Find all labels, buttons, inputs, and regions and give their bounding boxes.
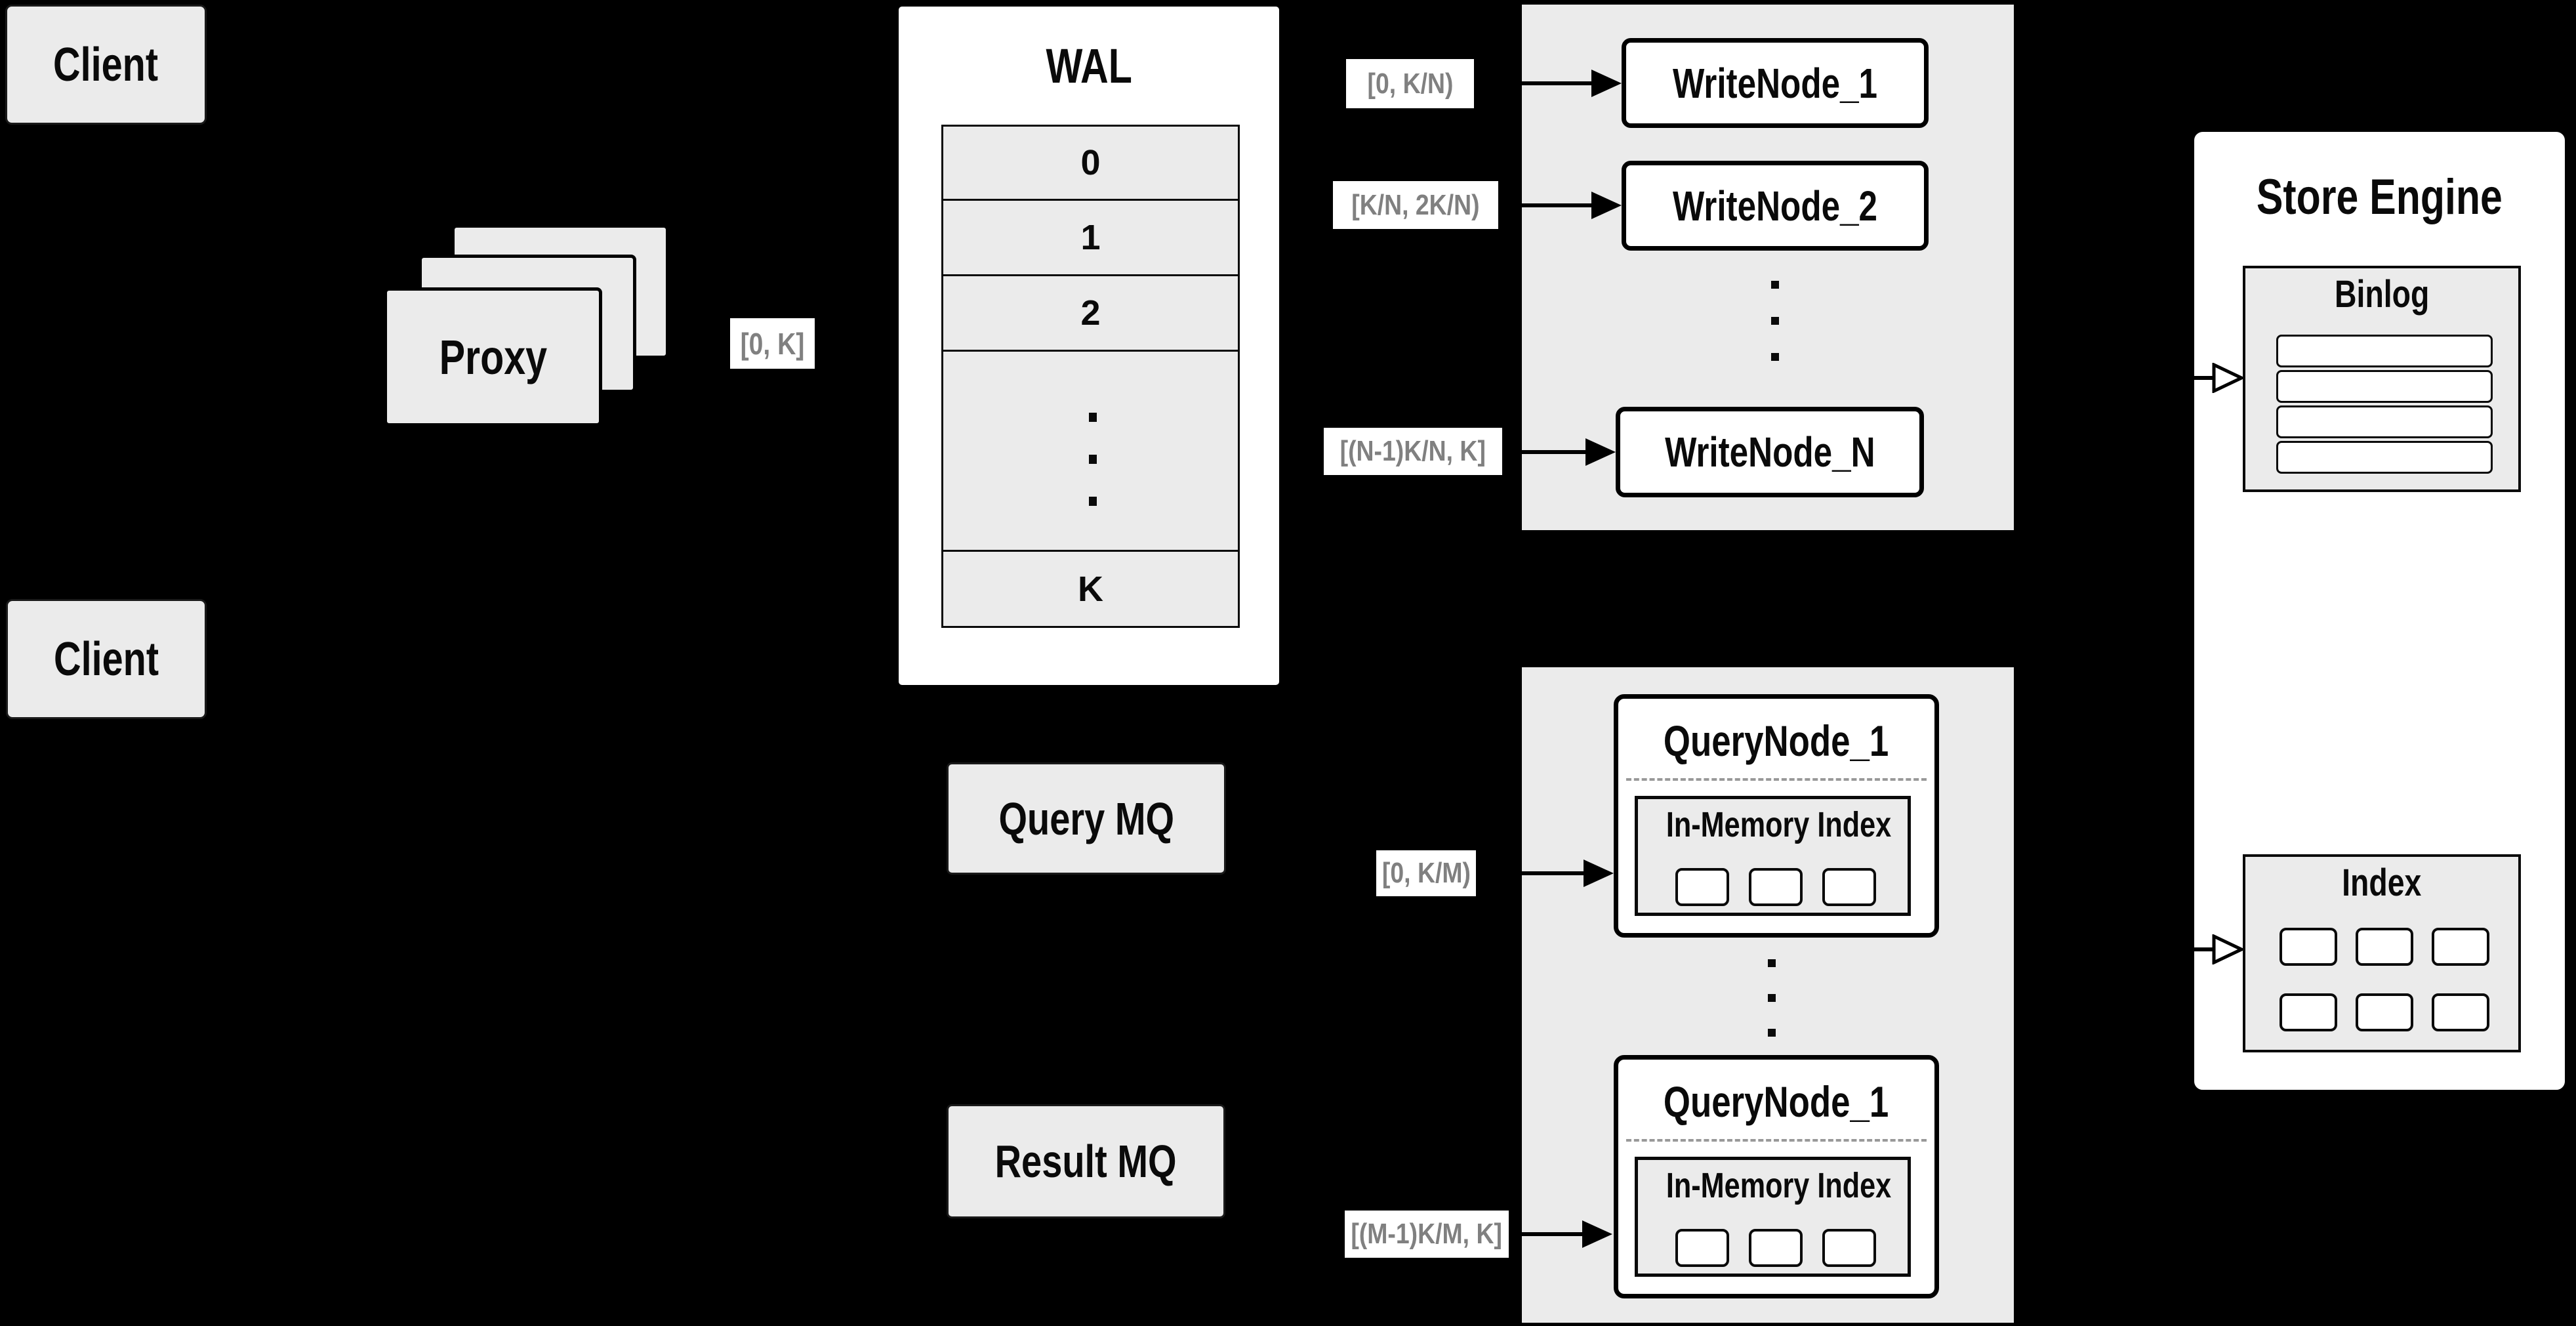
binlog-row-icon: [2276, 370, 2493, 403]
wal-row-0: 0: [941, 125, 1240, 201]
index-title: Index: [2342, 861, 2422, 904]
client-top-label: Client: [53, 38, 159, 91]
query-node-bottom: QueryNode_1 In-Memory Index: [1614, 1055, 1939, 1298]
write-node-1: WriteNode_1: [1622, 38, 1929, 128]
proxy-front-card: Proxy: [384, 287, 602, 426]
index-segment-icon: [2432, 928, 2489, 966]
wal-dots-icon: [1089, 455, 1097, 464]
range-label-query-m: [(M-1)K/M, K]: [1345, 1211, 1509, 1258]
binlog-title: Binlog: [2334, 273, 2430, 316]
range-label-write-n: [(N-1)K/N, K]: [1324, 428, 1502, 475]
wal-dots-icon: [1089, 413, 1097, 422]
query-node-top: QueryNode_1 In-Memory Index: [1614, 694, 1939, 938]
arrowhead-icon: [1591, 70, 1622, 97]
client-bottom-label: Client: [53, 632, 159, 686]
write-node-dots-icon: [1771, 281, 1779, 289]
in-memory-index-box: In-Memory Index: [1635, 1157, 1911, 1277]
write-node-2: WriteNode_2: [1622, 161, 1929, 251]
store-engine-title: Store Engine: [2256, 169, 2503, 225]
index-segment-icon: [2356, 993, 2413, 1031]
range-label-write-1: [0, K/N): [1346, 59, 1474, 108]
wal-row-2: 2: [941, 274, 1240, 352]
arrowhead-icon: [1591, 192, 1622, 219]
client-box-top: Client: [5, 5, 207, 125]
binlog-row-icon: [2276, 441, 2493, 474]
index-segment-icon: [1675, 868, 1729, 906]
range-label-proxy-out: [0, K]: [730, 318, 815, 369]
wal-dots-cell: [941, 350, 1240, 552]
wal-row-1: 1: [941, 199, 1240, 276]
binlog-row-icon: [2276, 405, 2493, 438]
index-segment-icon: [1822, 868, 1876, 906]
index-segment-icon: [1749, 868, 1803, 906]
arrowhead-icon: [1582, 1220, 1612, 1248]
query-node-bottom-title: QueryNode_1: [1664, 1077, 1889, 1126]
proxy-label: Proxy: [439, 329, 547, 384]
query-node-top-title: QueryNode_1: [1664, 716, 1889, 765]
write-node-n: WriteNode_N: [1616, 407, 1924, 497]
store-engine-box: Store Engine Binlog Index: [2191, 129, 2568, 1093]
query-node-dots-icon: [1768, 994, 1776, 1002]
hollow-arrowhead-icon: [2212, 934, 2243, 964]
dashed-divider: [1626, 1139, 1927, 1142]
write-node-dots-icon: [1771, 317, 1779, 325]
result-mq-box: Result MQ: [947, 1104, 1225, 1218]
query-node-dots-icon: [1768, 1029, 1776, 1037]
in-memory-index-box: In-Memory Index: [1635, 796, 1911, 916]
in-memory-index-title: In-Memory Index: [1666, 805, 1892, 844]
wal-row-k: K: [941, 550, 1240, 628]
range-label-query-1: [0, K/M): [1376, 850, 1476, 896]
query-mq-box: Query MQ: [947, 762, 1226, 875]
range-label-write-2: [K/N, 2K/N): [1333, 181, 1498, 229]
write-node-dots-icon: [1771, 353, 1779, 361]
index-segment-icon: [2280, 928, 2337, 966]
wal-title: WAL: [1046, 39, 1132, 93]
index-segment-icon: [2280, 993, 2337, 1031]
index-box: Index: [2243, 854, 2521, 1052]
index-segment-icon: [1749, 1229, 1803, 1267]
hollow-arrowhead-icon: [2212, 363, 2243, 393]
arrowhead-icon: [1584, 860, 1614, 887]
query-node-dots-icon: [1768, 959, 1776, 967]
index-segment-icon: [1675, 1229, 1729, 1267]
index-segment-icon: [2356, 928, 2413, 966]
binlog-box: Binlog: [2243, 266, 2521, 492]
index-segment-icon: [1822, 1229, 1876, 1267]
arrowhead-icon: [1585, 438, 1616, 466]
client-box-bottom: Client: [6, 599, 207, 719]
dashed-divider: [1626, 778, 1927, 781]
index-segment-icon: [2432, 993, 2489, 1031]
in-memory-index-title: In-Memory Index: [1666, 1166, 1892, 1205]
wal-dots-icon: [1089, 497, 1097, 506]
binlog-row-icon: [2276, 335, 2493, 367]
